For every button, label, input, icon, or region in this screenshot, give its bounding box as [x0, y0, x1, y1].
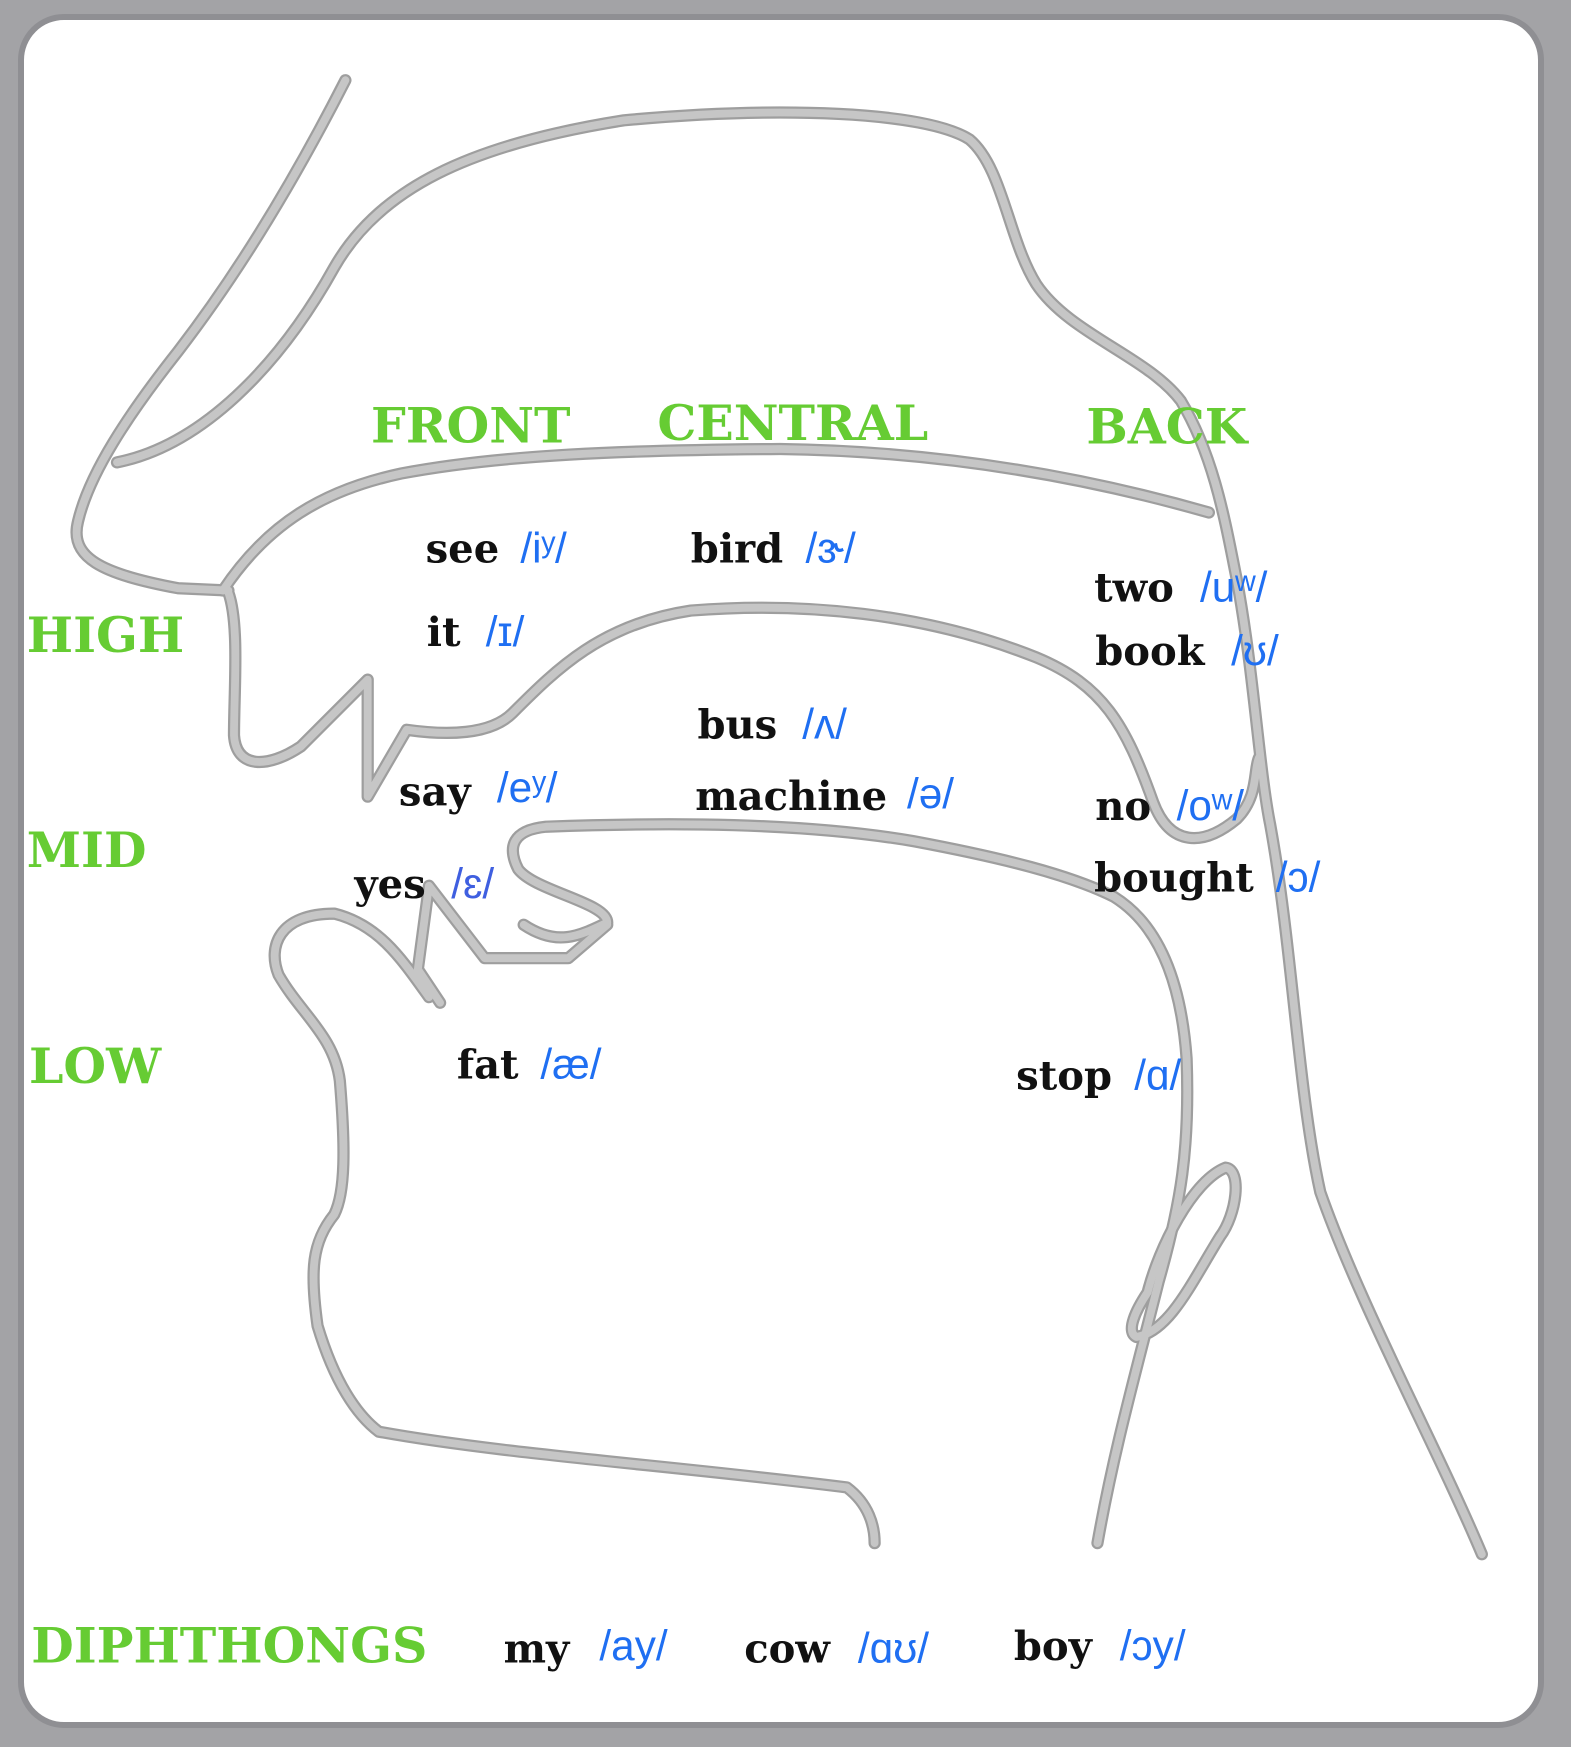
- vowel-ipa: /uʷ/: [1200, 564, 1268, 611]
- vowel-ipa: /ə/: [907, 770, 954, 817]
- column-header-central: CENTRAL: [657, 394, 928, 452]
- vowel-word: stop: [1016, 1053, 1112, 1100]
- vowel-word: bird: [691, 526, 783, 573]
- diphthong-word: cow: [744, 1625, 831, 1672]
- vocal-tract-outline: [70, 74, 1488, 1561]
- row-header-mid: MID: [27, 821, 147, 879]
- vowel-ipa: /ʌ/: [802, 701, 847, 748]
- vowel-ipa: /ɪ/: [486, 608, 525, 655]
- vowel-ipa: /ɝ/: [806, 525, 856, 572]
- vowel-ipa: /iʸ/: [520, 525, 567, 572]
- vowel-word: book: [1095, 628, 1206, 675]
- chart-panel: [18, 14, 1544, 1728]
- vowel-word: yes: [353, 861, 425, 908]
- row-header-high: HIGH: [27, 606, 184, 664]
- vowel-word: two: [1094, 565, 1174, 612]
- vowel-word: say: [399, 769, 473, 816]
- diphthong-word: my: [504, 1625, 571, 1672]
- row-header-low: LOW: [29, 1037, 162, 1095]
- vowel-word: bus: [697, 702, 777, 749]
- vowel-word: it: [427, 609, 461, 656]
- vowel-word: no: [1095, 783, 1151, 830]
- row-header-diphthongs: DIPHTHONGS: [31, 1616, 427, 1674]
- column-header-back: BACK: [1086, 397, 1249, 455]
- vowel-ipa: /ɔ/: [1276, 853, 1321, 900]
- tongue-outline: [506, 818, 1194, 1550]
- column-header-front: FRONT: [371, 396, 571, 454]
- vowel-word: bought: [1094, 854, 1254, 901]
- vowel-word: see: [426, 526, 500, 573]
- diphthong-ipa: /ɑʊ/: [858, 1624, 929, 1671]
- vowel-word: fat: [457, 1042, 519, 1089]
- vowel-ipa: /ɑ/: [1134, 1052, 1181, 1099]
- vowel-ipa: /ɛ/: [451, 860, 494, 907]
- vowel-ipa: /oʷ/: [1177, 782, 1245, 829]
- lower-lip-chin-outline: [268, 907, 881, 1550]
- diphthong-ipa: /ay/: [599, 1622, 667, 1669]
- vowel-ipa: /ʊ/: [1231, 627, 1279, 674]
- diphthong-word: boy: [1014, 1623, 1094, 1670]
- vowel-ipa: /eʸ/: [497, 764, 558, 811]
- diphthong-ipa: /ɔy/: [1120, 1622, 1186, 1669]
- vowel-ipa: /æ/: [540, 1041, 601, 1088]
- vowel-word: machine: [695, 773, 887, 820]
